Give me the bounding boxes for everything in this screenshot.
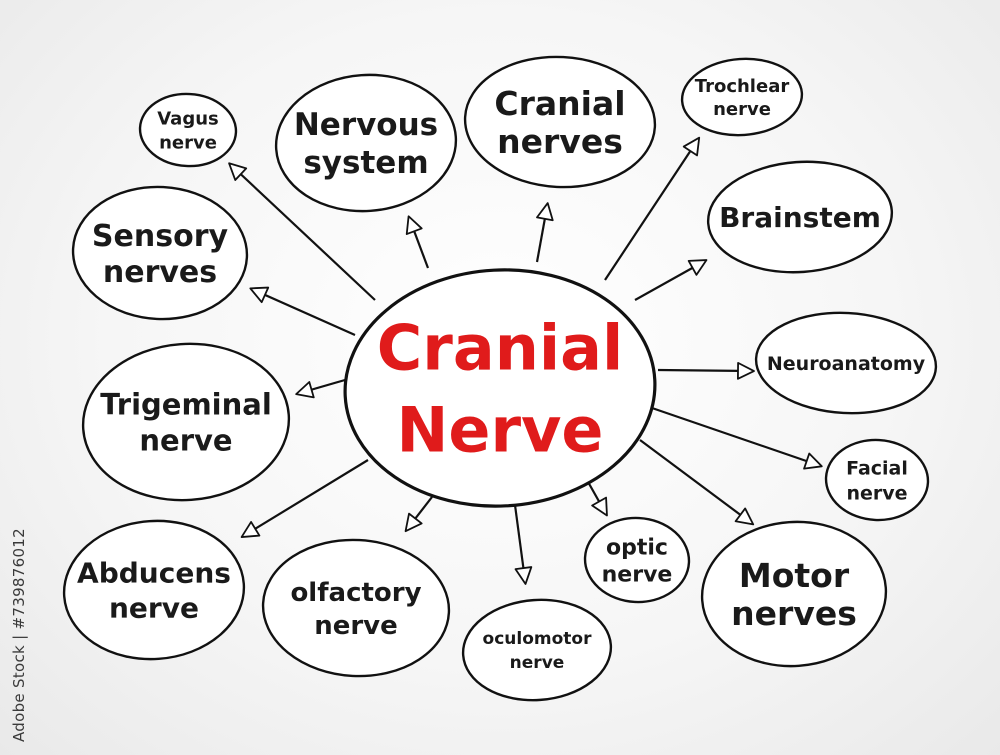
- motor-nerves-label-line: Motor: [739, 556, 850, 595]
- vagus-nerve-label-line: Vagus: [157, 108, 219, 129]
- oculomotor-nerve-outline: [461, 598, 613, 702]
- motor-nerves-outline: [700, 520, 888, 668]
- trochlear-nerve-connector: [604, 140, 698, 281]
- olfactory-nerve-label-line: nerve: [314, 611, 398, 641]
- cranial-nerves-label-line: Cranial: [494, 84, 625, 123]
- neuroanatomy-bubble: Neuroanatomy: [754, 311, 938, 415]
- sensory-nerves-label-line: nerves: [103, 255, 217, 290]
- cranial-nerves-label-line: nerves: [497, 122, 623, 161]
- vagus-nerve-label-line: nerve: [159, 132, 217, 153]
- brainstem-label-line: Brainstem: [719, 201, 881, 234]
- vagus-nerve-bubble: Vagus nerve: [138, 92, 238, 168]
- sensory-nerves-arrowhead: [249, 286, 270, 304]
- nervous-system-label-line: system: [303, 145, 428, 181]
- abducens-nerve-label-line: Abducens: [77, 557, 231, 590]
- motor-nerves-label-line: nerves: [731, 594, 857, 633]
- facial-nerve-outline: [824, 438, 930, 522]
- trigeminal-nerve-arrowhead: [295, 381, 315, 399]
- oculomotor-nerve-bubble: oculomotor nerve: [461, 598, 613, 702]
- motor-nerves-arrowhead: [734, 507, 755, 526]
- facial-nerve-connector: [651, 406, 819, 467]
- optic-nerve-arrowhead: [591, 496, 608, 517]
- watermark: Adobe Stock | #739876012: [2, 520, 36, 750]
- oculomotor-nerve-label-line: oculomotor: [483, 629, 593, 649]
- nervous-system-label-line: Nervous: [294, 107, 438, 143]
- central-topic-label-line: Nerve: [397, 393, 604, 466]
- facial-nerve-arrowhead: [803, 452, 823, 470]
- abducens-nerve-connector: [244, 459, 369, 536]
- optic-nerve-label-line: nerve: [602, 562, 673, 587]
- sensory-nerves-connector: [253, 288, 356, 337]
- olfactory-nerve-arrowhead: [404, 512, 423, 533]
- motor-nerves-connector: [639, 439, 751, 523]
- brainstem-outline: [706, 160, 894, 274]
- abducens-nerve-outline: [62, 519, 246, 661]
- neuroanatomy-connector: [657, 368, 751, 373]
- brainstem-arrowhead: [687, 259, 708, 276]
- olfactory-nerve-label-line: olfactory: [290, 578, 421, 608]
- neuroanatomy-label-line: Neuroanatomy: [767, 353, 926, 375]
- oculomotor-nerve-label-line: nerve: [510, 653, 565, 673]
- neuroanatomy-outline: [754, 311, 938, 415]
- central-topic-label-line: Cranial: [377, 311, 623, 384]
- abducens-nerve-arrowhead: [240, 521, 261, 538]
- watermark-text: Adobe Stock | #739876012: [10, 528, 28, 742]
- trigeminal-nerve-label-line: nerve: [139, 423, 232, 457]
- trigeminal-nerve-outline: [81, 342, 291, 502]
- brainstem-connector: [634, 261, 704, 301]
- abducens-nerve-label-line: nerve: [109, 592, 199, 625]
- neuroanatomy-arrowhead: [737, 361, 755, 380]
- sensory-nerves-label-line: Sensory: [92, 219, 229, 254]
- trochlear-nerve-label-line: Trochlear: [695, 76, 790, 97]
- brainstem-bubble: Brainstem: [706, 160, 894, 274]
- vagus-nerve-arrowhead: [228, 162, 248, 181]
- sensory-nerves-outline: [71, 185, 249, 321]
- facial-nerve-bubble: Facial nerve: [824, 438, 930, 522]
- vagus-nerve-outline: [138, 92, 238, 168]
- trochlear-nerve-outline: [680, 57, 804, 137]
- trochlear-nerve-label-line: nerve: [713, 99, 771, 120]
- olfactory-nerve-outline: [261, 538, 451, 678]
- optic-nerve-outline: [583, 516, 691, 604]
- central-topic-outline: [343, 268, 657, 508]
- cranial-nerves-outline: [463, 55, 657, 189]
- vagus-nerve-connector: [231, 165, 376, 301]
- nervous-system-outline: [274, 73, 458, 213]
- optic-nerve-label-line: optic: [606, 535, 668, 560]
- nervous-system-arrowhead: [405, 215, 423, 235]
- facial-nerve-label-line: Facial: [846, 457, 908, 479]
- trigeminal-nerve-label-line: Trigeminal: [100, 387, 272, 421]
- oculomotor-nerve-arrowhead: [514, 566, 533, 585]
- connector-links: [228, 136, 823, 585]
- cranial-nerves-arrowhead: [536, 202, 554, 222]
- facial-nerve-label-line: nerve: [846, 482, 907, 504]
- trochlear-nerve-arrowhead: [682, 136, 701, 157]
